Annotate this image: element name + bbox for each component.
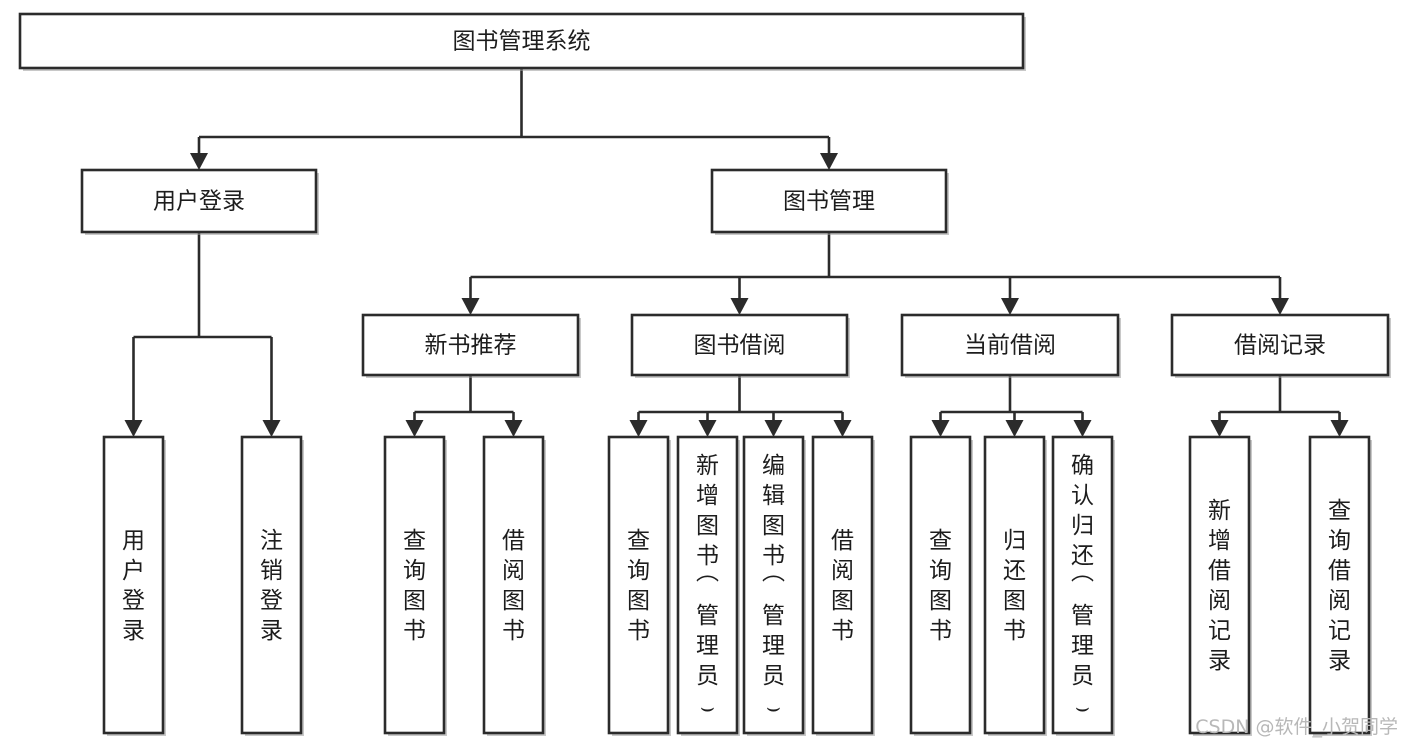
node-label: 用户登录	[122, 528, 145, 644]
node-rect[interactable]	[1188, 435, 1251, 735]
arrow-head	[461, 298, 480, 315]
node-label: 用户登录	[153, 189, 245, 215]
arrow-head	[764, 420, 783, 437]
node-rect[interactable]	[80, 168, 318, 234]
arrow-head	[1330, 420, 1349, 437]
node-label: 新书推荐	[425, 333, 517, 359]
node-leaf-confirm-return[interactable]: 确认归还⌒管理员⌣	[1051, 435, 1115, 736]
edges-from-book-manage	[461, 232, 1289, 315]
node-book-manage[interactable]: 图书管理	[710, 168, 949, 235]
edges-from-borrow-record	[1210, 375, 1349, 437]
node-rect[interactable]	[1308, 435, 1371, 735]
node-leaf-borrow-book-rec[interactable]: 借阅图书	[482, 435, 546, 736]
node-rect[interactable]	[630, 313, 849, 377]
node-rect[interactable]	[983, 435, 1046, 735]
node-leaf-logout[interactable]: 注销登录	[240, 435, 304, 736]
node-book-borrow[interactable]: 图书借阅	[630, 313, 850, 378]
csdn-watermark: CSDN @软件_小贺同学	[1195, 716, 1398, 738]
node-label: 确认归还⌒管理员⌣	[1071, 453, 1094, 721]
node-rect[interactable]	[710, 168, 948, 234]
node-rect[interactable]	[811, 435, 874, 735]
node-label: 新增图书⌒管理员⌣	[696, 453, 719, 721]
node-rect[interactable]	[607, 435, 670, 735]
node-rect[interactable]	[900, 313, 1120, 377]
arrow-head	[262, 420, 281, 437]
node-rect[interactable]	[482, 435, 545, 735]
node-new-book-rec[interactable]: 新书推荐	[361, 313, 581, 378]
edges-from-current-borrow	[931, 375, 1092, 437]
node-label: 图书管理系统	[453, 29, 591, 55]
node-leaf-user-login[interactable]: 用户登录	[102, 435, 166, 736]
node-borrow-record[interactable]: 借阅记录	[1170, 313, 1391, 378]
node-label: 新增借阅记录	[1208, 498, 1231, 674]
node-rect[interactable]	[18, 12, 1025, 70]
node-label: 查询图书	[403, 528, 426, 644]
node-label: 图书借阅	[694, 333, 786, 359]
node-leaf-add-book[interactable]: 新增图书⌒管理员⌣	[676, 435, 740, 736]
arrow-head	[931, 420, 950, 437]
node-leaf-query-book-bb[interactable]: 查询图书	[607, 435, 671, 736]
node-rect[interactable]	[361, 313, 580, 377]
node-rect[interactable]	[383, 435, 446, 735]
node-rect[interactable]	[102, 435, 165, 735]
arrow-head	[1271, 298, 1289, 315]
node-leaf-query-book-rec[interactable]: 查询图书	[383, 435, 447, 736]
node-label: 当前借阅	[964, 333, 1056, 359]
node-leaf-borrow-book-bb[interactable]: 借阅图书	[811, 435, 875, 736]
arrow-head	[405, 420, 424, 437]
edges-from-book-borrow	[629, 375, 852, 437]
node-label: 归还图书	[1003, 528, 1026, 644]
node-rect[interactable]	[742, 435, 805, 735]
edges-from-root	[190, 68, 838, 170]
node-label: 借阅图书	[502, 528, 525, 644]
arrow-head	[1073, 420, 1092, 437]
node-rect[interactable]	[676, 435, 739, 735]
node-label: 编辑图书⌒管理员⌣	[762, 453, 785, 721]
node-label: 借阅记录	[1234, 333, 1326, 359]
edges-from-new-book-rec	[405, 375, 523, 437]
arrow-head	[1005, 420, 1024, 437]
node-label: 查询图书	[627, 528, 650, 644]
arrow-head	[1210, 420, 1229, 437]
node-label: 查询图书	[929, 528, 952, 644]
node-label: 注销登录	[260, 528, 283, 644]
node-leaf-query-record[interactable]: 查询借阅记录	[1308, 435, 1372, 736]
node-label: 图书管理	[783, 189, 875, 215]
node-rect[interactable]	[240, 435, 303, 735]
arrow-head	[190, 153, 208, 170]
node-root[interactable]: 图书管理系统	[18, 12, 1026, 71]
node-label: 借阅图书	[831, 528, 854, 644]
arrow-head	[629, 420, 648, 437]
node-layer: 图书管理系统用户登录图书管理新书推荐图书借阅当前借阅借阅记录用户登录注销登录查询…	[18, 12, 1391, 736]
node-leaf-add-record[interactable]: 新增借阅记录	[1188, 435, 1252, 736]
node-user-login[interactable]: 用户登录	[80, 168, 319, 235]
node-current-borrow[interactable]: 当前借阅	[900, 313, 1121, 378]
arrow-head	[820, 153, 838, 170]
arrow-head	[698, 420, 717, 437]
node-rect[interactable]	[1170, 313, 1390, 377]
node-rect[interactable]	[1051, 435, 1114, 735]
node-rect[interactable]	[909, 435, 972, 735]
arrow-head	[504, 420, 523, 437]
arrow-head	[833, 420, 852, 437]
connector-layer	[124, 68, 1349, 437]
node-leaf-edit-book[interactable]: 编辑图书⌒管理员⌣	[742, 435, 806, 736]
node-leaf-query-book-cb[interactable]: 查询图书	[909, 435, 973, 736]
edges-from-user-login	[124, 232, 281, 437]
arrow-head	[124, 420, 143, 437]
node-label: 查询借阅记录	[1328, 498, 1351, 674]
arrow-head	[1001, 298, 1019, 315]
node-leaf-return-book[interactable]: 归还图书	[983, 435, 1047, 736]
arrow-head	[730, 298, 749, 315]
